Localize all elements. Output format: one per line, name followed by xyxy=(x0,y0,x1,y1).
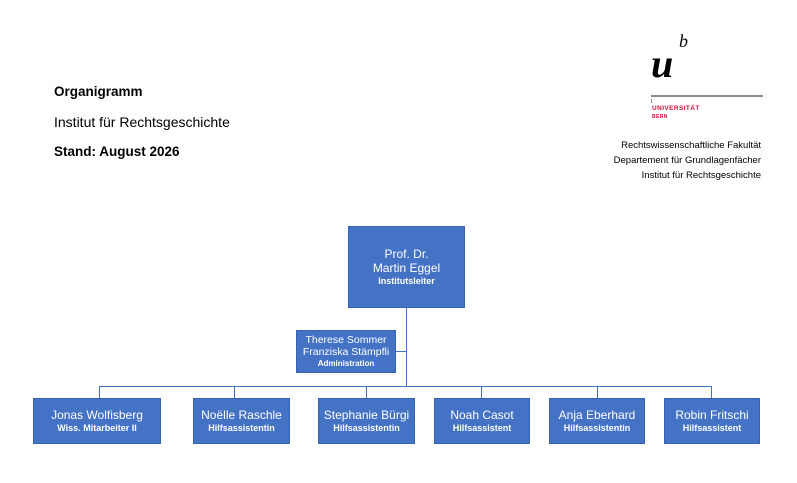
staff-name: Stephanie Bürgi xyxy=(323,408,410,422)
staff-role: Hilfsassistentin xyxy=(208,423,275,433)
connector-staff-2 xyxy=(234,386,235,398)
logo-letter-b: b xyxy=(679,31,688,51)
org-node-staff-2: Noëlle Raschle Hilfsassistentin xyxy=(193,398,290,444)
logo-city-text: BERN xyxy=(652,114,668,120)
logo-rule xyxy=(651,95,763,97)
faculty-line: Rechtswissenschaftliche Fakultät xyxy=(621,140,761,151)
connector-staff-bar xyxy=(99,386,712,387)
staff-name: Anja Eberhard xyxy=(558,408,636,422)
org-node-staff-1: Jonas Wolfisberg Wiss. Mitarbeiter II xyxy=(33,398,161,444)
department-line: Departement für Grundlagenfächer xyxy=(613,155,761,166)
admin-role: Administration xyxy=(317,359,375,368)
org-node-staff-3: Stephanie Bürgi Hilfsassistentin xyxy=(318,398,415,444)
stand-date: Stand: August 2026 xyxy=(54,144,180,159)
university-logo: u b UNIVERSITÄT BERN xyxy=(651,32,763,127)
logo-tick xyxy=(651,99,652,103)
org-node-head: Prof. Dr. Martin Eggel Institutsleiter xyxy=(348,226,465,308)
staff-role: Hilfsassistentin xyxy=(563,423,631,433)
org-node-staff-5: Anja Eberhard Hilfsassistentin xyxy=(549,398,645,444)
staff-role: Hilfsassistent xyxy=(452,423,512,433)
connector-staff-1 xyxy=(99,386,100,398)
logo-university-text: UNIVERSITÄT xyxy=(652,105,700,112)
staff-name: Robin Fritschi xyxy=(675,408,749,422)
connector-staff-4 xyxy=(481,386,482,398)
staff-name: Noah Casot xyxy=(450,408,514,422)
institute-name: Institut für Rechtsgeschichte xyxy=(54,114,230,130)
staff-name: Noëlle Raschle xyxy=(201,408,282,422)
head-role: Institutsleiter xyxy=(378,276,435,286)
institute-line: Institut für Rechtsgeschichte xyxy=(641,170,761,181)
staff-role: Wiss. Mitarbeiter II xyxy=(57,423,137,433)
connector-staff-6 xyxy=(711,386,712,398)
head-title: Prof. Dr. xyxy=(384,247,429,261)
connector-staff-5 xyxy=(597,386,598,398)
org-node-staff-4: Noah Casot Hilfsassistent xyxy=(434,398,530,444)
page-title: Organigramm xyxy=(54,84,143,99)
staff-role: Hilfsassistentin xyxy=(333,423,400,433)
staff-name: Jonas Wolfisberg xyxy=(51,408,143,422)
connector-head-trunk xyxy=(406,307,407,386)
connector-admin-branch xyxy=(396,351,406,352)
staff-role: Hilfsassistent xyxy=(682,423,742,433)
org-node-admin: Therese Sommer Franziska Stämpfli Admini… xyxy=(296,330,396,373)
connector-staff-3 xyxy=(366,386,367,398)
org-node-staff-6: Robin Fritschi Hilfsassistent xyxy=(664,398,760,444)
head-name: Martin Eggel xyxy=(372,261,441,275)
logo-letter-u: u xyxy=(651,41,674,86)
admin-name-2: Franziska Stämpfli xyxy=(302,346,390,358)
admin-name-1: Therese Sommer xyxy=(305,334,387,346)
